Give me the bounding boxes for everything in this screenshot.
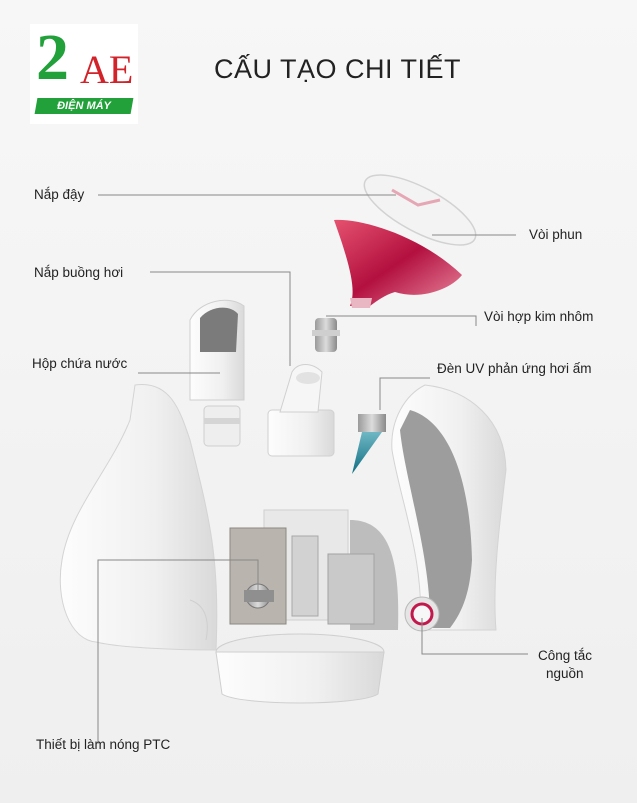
leader-ptc — [97, 559, 259, 744]
logo-ae: AE — [80, 47, 134, 92]
leader-nap-buong-hoi — [150, 271, 291, 366]
leader-lines — [97, 194, 528, 744]
leader-cong-tac — [421, 618, 528, 655]
uv-lamp-part — [352, 414, 386, 474]
left-body-shell — [59, 384, 218, 651]
logo-2: 2 — [36, 21, 69, 94]
water-tank-part — [189, 299, 245, 447]
power-switch-part — [404, 596, 440, 632]
nozzle-part — [334, 219, 462, 308]
brand-logo: 2 AE ĐIỆN MÁY — [30, 21, 138, 124]
label-thiet-bi-ptc: Thiết bị làm nóng PTC — [36, 737, 171, 752]
label-cong-tac-2: nguồn — [546, 666, 584, 681]
alloy-nozzle-part — [312, 318, 340, 352]
label-hop-chua-nuoc: Hộp chứa nước — [32, 356, 128, 371]
label-voi-phun: Vòi phun — [529, 227, 583, 242]
label-den-uv: Đèn UV phản ứng hơi ấm — [437, 361, 592, 376]
steam-chamber-part — [267, 364, 335, 457]
label-voi-hop-kim: Vòi hợp kim nhôm — [484, 309, 594, 324]
lid-part — [363, 174, 477, 246]
leader-voi-hop-kim — [326, 315, 477, 326]
leader-den-uv — [379, 377, 430, 410]
label-cong-tac-1: Công tắc — [538, 648, 593, 663]
base-tray-part — [215, 633, 385, 704]
page-title: CẤU TẠO CHI TIẾT — [214, 54, 462, 84]
right-body-shell — [350, 384, 507, 631]
label-nap-buong-hoi: Nắp buồng hơi — [34, 265, 124, 280]
label-nap-day: Nắp đậy — [34, 187, 85, 202]
